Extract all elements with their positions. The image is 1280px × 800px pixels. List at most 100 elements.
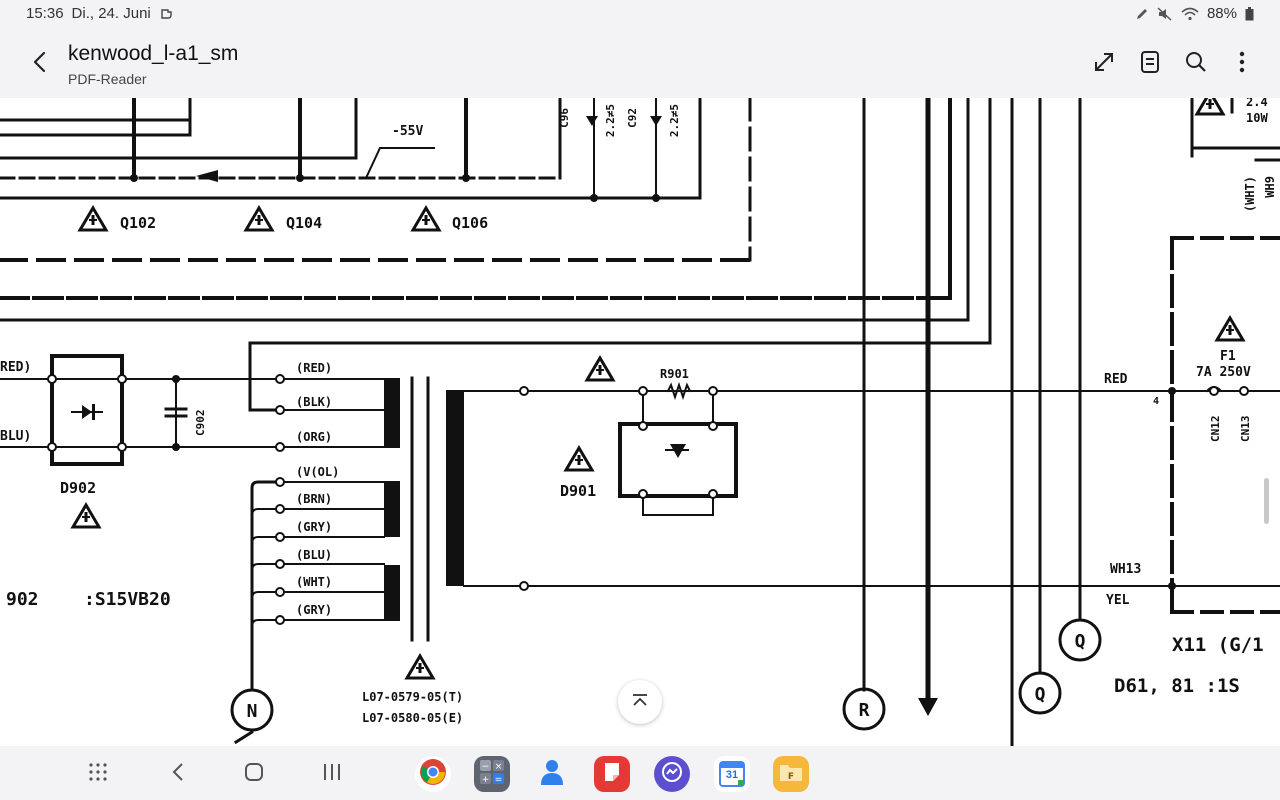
label-902: 902 [6, 589, 39, 610]
label-d902: D902 [60, 479, 96, 497]
warning-icon [411, 206, 441, 232]
search-icon [1185, 51, 1207, 78]
label-wire-wht: (WHT) [296, 575, 332, 589]
chrome-app[interactable] [415, 756, 451, 792]
label-q102: Q102 [120, 214, 156, 232]
recents-icon [322, 763, 342, 786]
calendar-icon: 31 [719, 761, 745, 787]
label-cn12: CN12 [1209, 416, 1222, 443]
back-button[interactable] [22, 46, 58, 82]
label-red-left: RED) [0, 360, 31, 375]
chevron-up-icon [631, 693, 649, 712]
node-r: R [859, 700, 870, 721]
notes-app[interactable] [594, 756, 630, 792]
clock: 15:36 [26, 5, 64, 22]
pdf-page[interactable]: -55V C96 2.2≠5 C92 2.2≠5 Q102 Q104 Q106 … [0, 98, 1280, 746]
expand-button[interactable] [1086, 46, 1122, 82]
document-title: kenwood_l-a1_sm [68, 42, 239, 65]
messages-app[interactable] [654, 756, 690, 792]
label-cn13: CN13 [1239, 416, 1252, 443]
label-c92-value: 2.2≠5 [668, 104, 681, 137]
battery-icon [1245, 6, 1254, 21]
label-c96-value: 2.2≠5 [604, 104, 617, 137]
nav-back-button[interactable] [160, 756, 196, 792]
arrow-back-icon [30, 50, 50, 79]
page-icon [1140, 50, 1160, 78]
label-wh13: WH13 [1110, 562, 1141, 577]
label-voltage: -55V [392, 124, 423, 139]
label-transformer-t: L07-0579-05(T) [362, 690, 463, 704]
status-bar: 15:36 Di., 24. Juni 88% [0, 0, 1280, 28]
label-wire-gry: (GRY) [296, 520, 332, 534]
navigation-bar: −×+= 31 F [0, 746, 1280, 800]
mute-icon [1157, 6, 1173, 21]
label-c96: C96 [558, 108, 571, 128]
label-fuse-rating: 7A 250V [1196, 365, 1251, 380]
label-wire-brn: (BRN) [296, 492, 332, 506]
node-n: N [247, 701, 258, 722]
label-pin-4: 4 [1153, 396, 1159, 407]
svg-text:×: × [495, 762, 503, 772]
schematic-diagram: -55V C96 2.2≠5 C92 2.2≠5 Q102 Q104 Q106 … [0, 98, 1280, 746]
nav-back-icon [171, 762, 185, 787]
wifi-icon [1181, 7, 1199, 21]
label-c92: C92 [626, 108, 639, 128]
warning-icon [564, 446, 594, 472]
contacts-icon [539, 758, 565, 791]
svg-text:F: F [788, 772, 794, 782]
warning-icon [405, 654, 435, 680]
calculator-app[interactable]: −×+= [474, 756, 510, 792]
label-wht-right: (WHT) [1243, 176, 1257, 212]
svg-text:+: + [482, 775, 490, 785]
messages-icon [660, 760, 684, 789]
recents-button[interactable] [314, 756, 350, 792]
warning-icon [244, 206, 274, 232]
label-q104: Q104 [286, 214, 322, 232]
battery-level: 88% [1206, 5, 1237, 22]
chrome-icon [419, 758, 447, 791]
scroll-to-top-button[interactable] [618, 680, 662, 724]
folder-icon: F [779, 761, 803, 788]
label-wire-vol: (V(OL) [296, 465, 339, 479]
home-button[interactable] [236, 756, 272, 792]
label-r901: R901 [660, 367, 689, 381]
label-wire-blu: (BLU) [296, 548, 332, 562]
label-x11: X11 (G/1 [1172, 634, 1264, 656]
apps-grid-icon [88, 762, 108, 787]
label-red-right: RED [1104, 372, 1128, 387]
label-q106: Q106 [452, 214, 488, 232]
label-resistor-watt: 10W [1246, 111, 1268, 125]
pen-icon [1135, 7, 1149, 21]
contacts-app[interactable] [534, 756, 570, 792]
label-wire-gry-2: (GRY) [296, 603, 332, 617]
warning-icon [71, 503, 101, 529]
calculator-icon: −×+= [479, 759, 505, 790]
label-resistor-value: 2.4 [1246, 98, 1268, 109]
app-bar: kenwood_l-a1_sm PDF-Reader [0, 28, 1280, 98]
page-view-button[interactable] [1132, 46, 1168, 82]
search-button[interactable] [1178, 46, 1214, 82]
svg-text:=: = [495, 775, 503, 785]
expand-icon [1093, 51, 1115, 78]
apps-grid-button[interactable] [80, 756, 116, 792]
app-name: PDF-Reader [68, 71, 147, 87]
label-wire-blk: (BLK) [296, 395, 332, 409]
more-vert-icon [1239, 51, 1245, 78]
date: Di., 24. Juni [71, 5, 151, 22]
warning-icon [78, 206, 108, 232]
calendar-day: 31 [725, 769, 739, 781]
calendar-app[interactable]: 31 [714, 756, 750, 792]
label-blu-left: BLU) [0, 429, 31, 444]
notification-icon [159, 7, 173, 21]
label-transformer-e: L07-0580-05(E) [362, 711, 463, 725]
label-c902: C902 [194, 410, 207, 437]
files-app[interactable]: F [773, 756, 809, 792]
label-d61: D61, 81 :1S [1114, 675, 1240, 697]
warning-icon [585, 356, 615, 382]
warning-icon [1215, 316, 1245, 342]
scrollbar-thumb[interactable] [1264, 478, 1269, 524]
label-wire-org: (ORG) [296, 430, 332, 444]
label-d901: D901 [560, 482, 596, 500]
label-wh9: WH9 [1263, 176, 1277, 198]
more-options-button[interactable] [1224, 46, 1260, 82]
